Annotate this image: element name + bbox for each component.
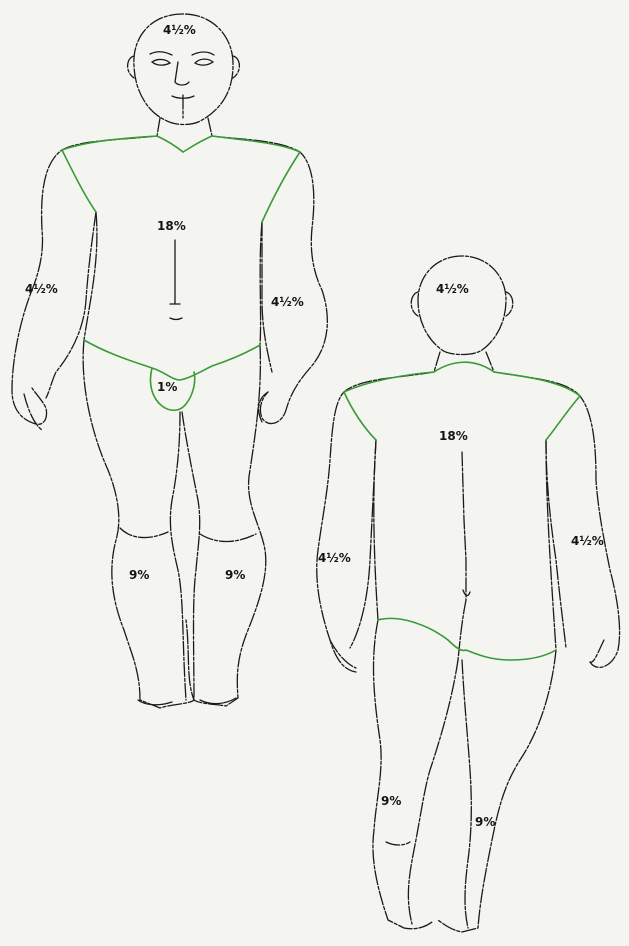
front-head-percent: 4½%: [163, 24, 196, 36]
back-head-percent: 4½%: [436, 283, 469, 295]
back-right-arm-percent: 4½%: [571, 535, 604, 547]
back-left-leg-percent: 9%: [381, 795, 401, 807]
back-trunk-percent: 18%: [439, 430, 468, 442]
front-left-arm-percent: 4½%: [271, 296, 304, 308]
front-torso-outline: [12, 136, 157, 424]
back-left-arm-percent: 4½%: [318, 552, 351, 564]
back-legs-outline: [373, 620, 432, 929]
front-left-leg-percent: 9%: [225, 569, 245, 581]
front-legs-outline: [83, 340, 194, 708]
back-buttock-zone-line: [378, 618, 556, 660]
front-groin-percent: 1%: [157, 381, 177, 393]
back-right-leg-percent: 9%: [475, 816, 495, 828]
back-head-outline: [418, 256, 506, 355]
front-shoulder-zone-line: [62, 136, 300, 152]
front-groin-zone-line: [84, 340, 260, 380]
back-torso-outline: [317, 372, 434, 672]
front-figure: [12, 14, 327, 708]
front-right-arm-percent: 4½%: [25, 283, 58, 295]
front-trunk-percent: 18%: [157, 220, 186, 232]
back-figure: [317, 256, 620, 932]
front-right-leg-percent: 9%: [129, 569, 149, 581]
